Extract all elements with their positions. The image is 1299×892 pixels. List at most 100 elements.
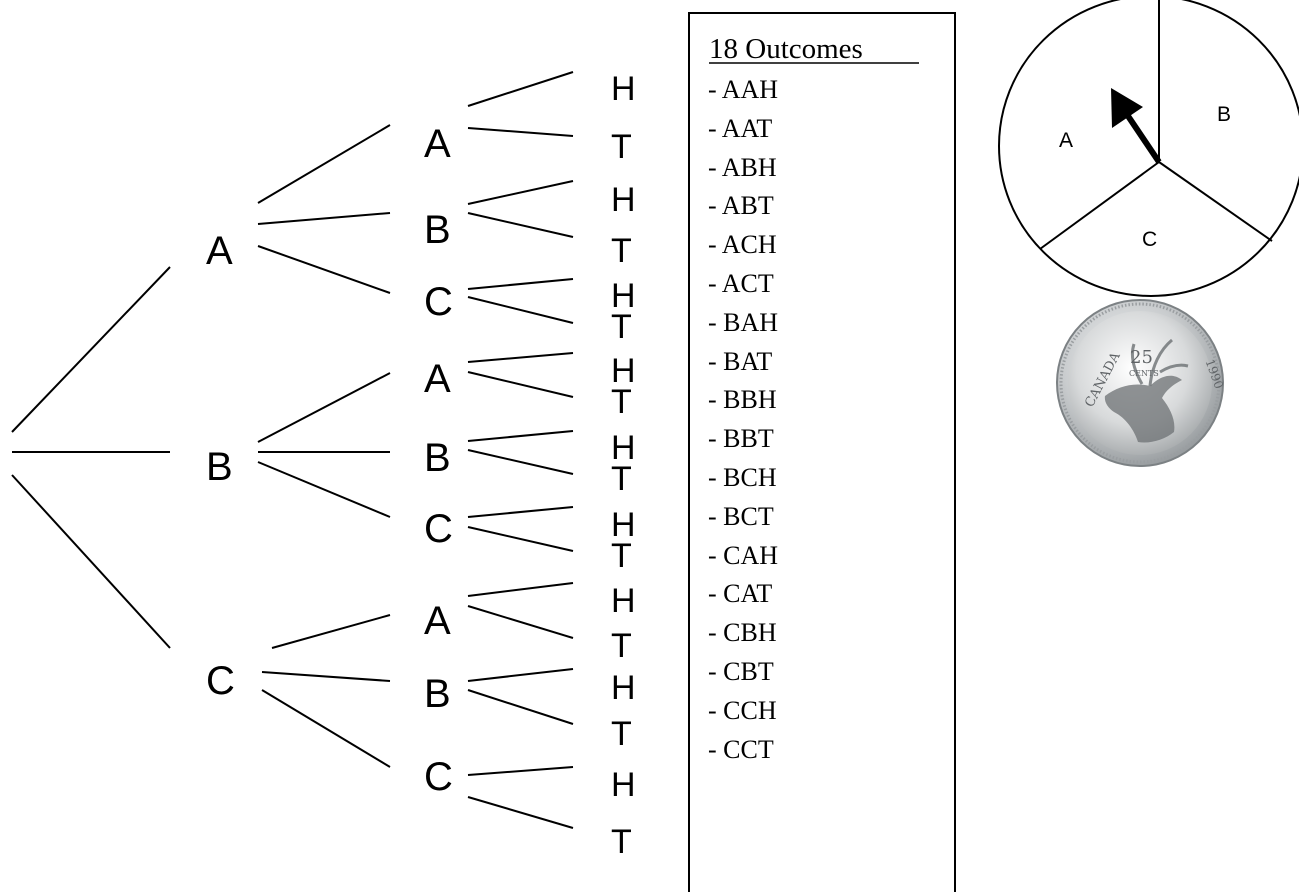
spinner-section-c: C <box>1142 228 1157 251</box>
spinner-divider-right <box>1158 161 1273 242</box>
node-l2-ac: C <box>424 280 453 324</box>
branch-aa-t <box>467 127 574 137</box>
node-l3-bbt: T <box>611 460 632 498</box>
branch-c-b <box>261 671 391 682</box>
branch-a-b <box>257 212 391 225</box>
level3-branches <box>467 71 574 829</box>
node-l2-aa: A <box>424 122 451 166</box>
branch-root-c <box>11 474 171 649</box>
level2-branches <box>257 124 391 768</box>
outcome-item: - CBH <box>708 618 777 647</box>
node-l2-cb: B <box>424 672 451 716</box>
branch-ba-h <box>467 352 574 363</box>
branch-bc-t <box>467 526 574 552</box>
node-l3-cch: H <box>611 766 636 804</box>
node-l3-bct: T <box>611 537 632 575</box>
node-l2-bc: C <box>424 507 453 551</box>
branch-bb-h <box>467 430 574 442</box>
outcome-item: - BBH <box>708 385 777 414</box>
canadian-quarter-coin-icon: CANADA 25 CENTS 1990 <box>1056 299 1226 467</box>
outcome-item: - ACH <box>708 230 777 259</box>
outcomes-box: 18 Outcomes - AAH- AAT- ABH- ABT- ACH- A… <box>688 12 956 892</box>
outcome-item: - BCH <box>708 463 777 492</box>
node-l3-bah: H <box>611 352 636 390</box>
node-l3-cbt: T <box>611 715 632 753</box>
caribou-antlers-icon <box>1130 338 1189 387</box>
node-l3-ach: H <box>611 277 636 315</box>
spinner-arrow-head <box>1111 88 1143 128</box>
outcome-item: - CCT <box>708 735 774 764</box>
node-l3-aat: T <box>611 128 632 166</box>
node-l3-bat: T <box>611 383 632 421</box>
spinner-section-b: B <box>1217 103 1231 126</box>
branch-ca-t <box>467 605 574 639</box>
outcome-item: - CAH <box>708 541 778 570</box>
outcome-item: - ABH <box>708 153 777 182</box>
outcome-item: - BAT <box>708 347 772 376</box>
branch-cb-t <box>467 689 574 725</box>
branch-ba-t <box>467 371 574 398</box>
coin-unit: CENTS <box>1129 369 1159 378</box>
node-l3-aah: H <box>611 70 636 108</box>
branch-bc-h <box>467 506 574 518</box>
branch-a-c <box>257 245 391 294</box>
caribou-head-icon <box>1104 375 1182 443</box>
branch-c-c <box>261 689 391 768</box>
spinner: A B C <box>998 0 1299 297</box>
node-l2-bb: B <box>424 436 451 480</box>
branch-root-a <box>11 266 171 433</box>
node-l3-cbh: H <box>611 669 636 707</box>
node-l3-act: T <box>611 308 632 346</box>
outcome-item: - BAH <box>708 308 778 337</box>
outcome-item: - ACT <box>708 269 774 298</box>
node-l3-cat: T <box>611 627 632 665</box>
node-l3-abt: T <box>611 232 632 270</box>
spinner-divider-left <box>1039 161 1160 250</box>
branch-ab-h <box>467 180 574 205</box>
branch-c-a <box>271 614 391 649</box>
node-l1-b: B <box>206 445 233 489</box>
node-l2-ca: A <box>424 599 451 643</box>
outcome-item: - CCH <box>708 696 777 725</box>
branch-cb-h <box>467 668 574 682</box>
coin-value: 25 <box>1130 347 1153 368</box>
branch-b-c <box>257 461 391 518</box>
branch-b-a <box>257 372 391 443</box>
node-l3-bbh: H <box>611 429 636 467</box>
outcome-item: - ABT <box>708 191 774 220</box>
node-l2-ab: B <box>424 208 451 252</box>
level1-branches <box>11 266 171 649</box>
node-l2-ba: A <box>424 357 451 401</box>
branch-aa-h <box>467 71 574 107</box>
node-l2-cc: C <box>424 755 453 799</box>
coin-milled-edge <box>1059 302 1221 464</box>
node-l3-abh: H <box>611 181 636 219</box>
outcomes-border <box>688 12 956 892</box>
level1-labels: A B C <box>206 229 235 703</box>
branch-ac-t <box>467 296 574 324</box>
spinner-section-a: A <box>1059 129 1073 152</box>
outcomes-list: - AAH - AAT - ABH - ABT - ACH - ACT - BAH - BAT… <box>708 75 778 764</box>
level2-labels: A B C A B C A B C <box>424 122 453 799</box>
outcome-item: - AAH <box>708 75 778 104</box>
outcome-item: - AAT <box>708 114 772 143</box>
branch-ab-t <box>467 212 574 238</box>
node-l3-bch: H <box>611 506 636 544</box>
node-l3-cct: T <box>611 823 632 861</box>
node-l1-a: A <box>206 229 233 273</box>
branch-cc-t <box>467 796 574 829</box>
outcome-item: - BCT <box>708 502 774 531</box>
branch-cc-h <box>467 766 574 776</box>
level3-labels: H T H T H T H T H T H T H T H T H T <box>611 70 636 861</box>
node-l1-c: C <box>206 659 235 703</box>
branch-bb-t <box>467 449 574 475</box>
outcome-item: - CAT <box>708 579 772 608</box>
branch-ca-h <box>467 582 574 597</box>
node-l3-cah: H <box>611 582 636 620</box>
outcome-item: - BBT <box>708 424 774 453</box>
outcome-item: - CBT <box>708 657 774 686</box>
branch-a-a <box>257 124 391 204</box>
branch-ac-h <box>467 278 574 290</box>
outcomes-title: 18 Outcomes <box>709 33 863 65</box>
